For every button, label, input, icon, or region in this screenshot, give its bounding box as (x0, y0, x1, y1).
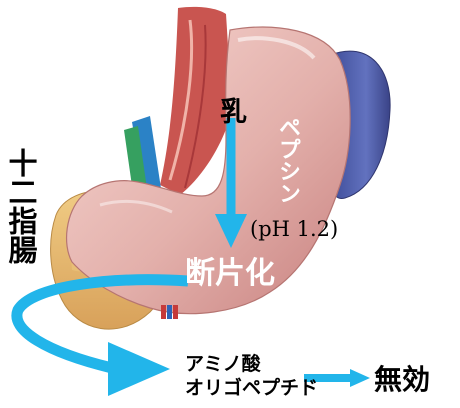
amino-acid-label: アミノ酸 (185, 349, 261, 376)
result-arrow-head (350, 369, 370, 387)
fragmentation-label: 断片化 (185, 248, 275, 292)
ph-label: (pH 1.2) (250, 217, 338, 241)
milk-label: 乳 (220, 90, 247, 129)
oligopeptide-label: オリゴペプチド (185, 373, 318, 400)
duodenum-label: 十二指腸 (6, 148, 35, 264)
pepsin-label: ペプシン (271, 116, 303, 204)
ineffective-label: 無効 (374, 358, 430, 398)
duodenum-curve-arrow-head (108, 342, 170, 396)
